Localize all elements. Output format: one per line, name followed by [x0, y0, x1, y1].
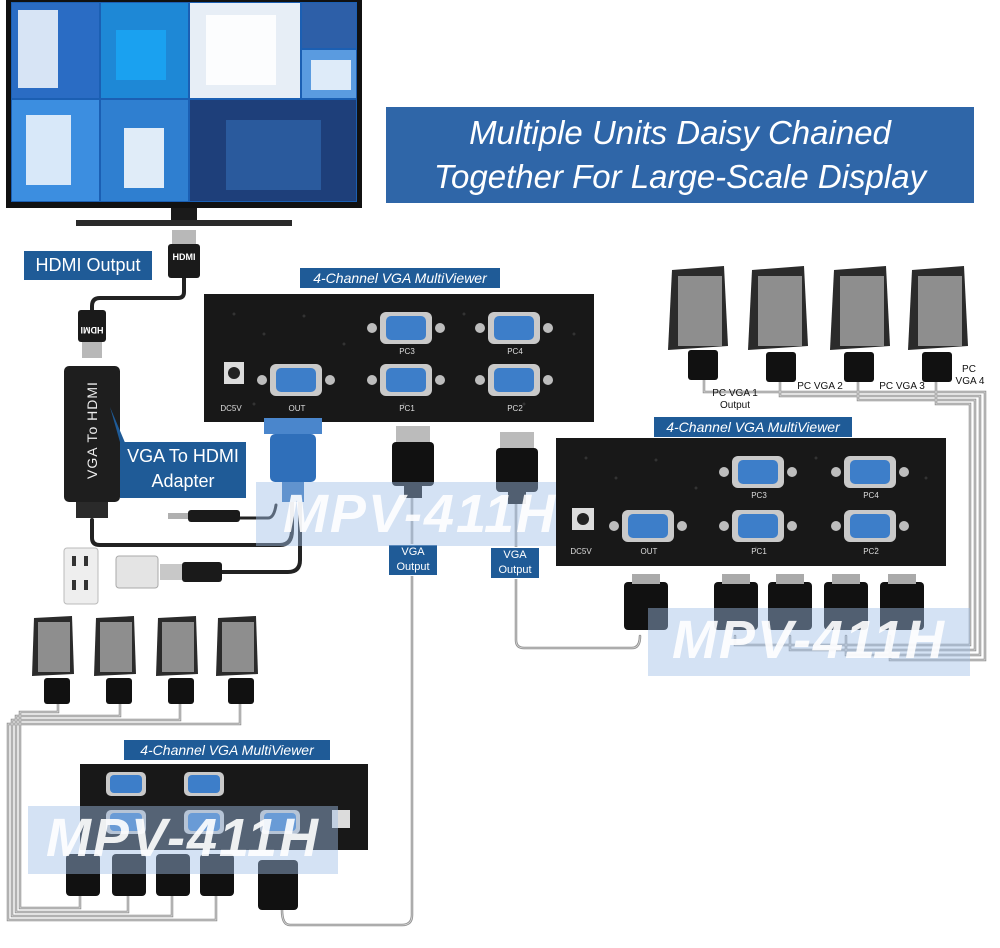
power-audio-group	[63, 510, 240, 605]
monitor-graphic	[6, 0, 362, 226]
monitor	[6, 0, 362, 226]
vga-output-tag-line-1: VGA	[401, 546, 425, 558]
adapter-tag-line-1: VGA To HDMI	[127, 446, 239, 466]
unit1-port-out: OUT	[288, 404, 306, 413]
right-pc4-label-line-1: PC	[962, 364, 976, 375]
unit1-port-dc: DC5V	[220, 404, 242, 413]
unit2-port-pc3: PC3	[751, 491, 767, 500]
unit2-watermark: MPV-411H	[648, 608, 970, 676]
vga-output-tag-line-2: Output	[396, 561, 430, 573]
unit1-watermark: MPV-411H	[256, 482, 584, 546]
right-pc3-label: PC VGA 3	[879, 381, 925, 392]
unit2-port-pc1: PC1	[751, 547, 767, 556]
unit2-port-out: OUT	[640, 547, 658, 556]
unit2-port-dc: DC5V	[570, 547, 592, 556]
unit2-device	[556, 438, 946, 566]
unit2-port-pc4: PC4	[863, 491, 879, 500]
unit3-watermark: MPV-411H	[28, 806, 338, 874]
unit1-port-pc3: PC3	[399, 347, 415, 356]
vga-output-tag-line-1: VGA	[503, 549, 527, 561]
top-hdmi-plug-label: HDMI	[172, 252, 196, 262]
unit2-port-pc2: PC2	[863, 547, 879, 556]
unit2-plugs	[624, 574, 924, 630]
unit1-device	[204, 294, 594, 422]
right-output-label: Output	[719, 400, 751, 411]
unit1-vga-output-tag-1: VGA Output	[388, 544, 438, 576]
unit1-name-tag: 4-Channel VGA MultiViewer	[300, 268, 500, 288]
unit1-vga-output-tag-2: VGA Output	[490, 547, 540, 579]
adapter-body-text: VGA To HDMI	[84, 381, 100, 479]
adapter-tag-line-2: Adapter	[151, 471, 215, 491]
adapter-assembly	[64, 230, 200, 518]
adapter-tag: VGA To HDMI Adapter	[120, 442, 246, 498]
title-line-2: Together For Large-Scale Display	[433, 158, 927, 195]
unit1-port-pc1: PC1	[399, 404, 415, 413]
unit2-name-tag: 4-Channel VGA MultiViewer	[654, 417, 852, 437]
unit1-port-pc4: PC4	[507, 347, 523, 356]
right-pc4-label-line-2: VGA 4	[955, 376, 985, 387]
unit3-plugs	[66, 854, 298, 910]
vga-output-tag-line-2: Output	[498, 564, 532, 576]
unit3-name-tag: 4-Channel VGA MultiViewer	[124, 740, 330, 760]
unit1-port-pc2: PC2	[507, 404, 523, 413]
title-line-1: Multiple Units Daisy Chained	[469, 114, 891, 151]
left-pc-towers	[32, 616, 258, 704]
unit3-device	[80, 764, 368, 850]
unit1-plugs	[264, 418, 538, 504]
right-pc2-label: PC VGA 2	[797, 381, 843, 392]
adapter-hdmi-plug-label: HDMI	[80, 325, 104, 335]
right-pc1-label: PC VGA 1	[712, 388, 758, 399]
diagram-title: Multiple Units Daisy Chained Together Fo…	[386, 107, 974, 203]
hdmi-output-tag: HDMI Output	[24, 251, 152, 280]
right-pc-towers	[668, 266, 968, 382]
